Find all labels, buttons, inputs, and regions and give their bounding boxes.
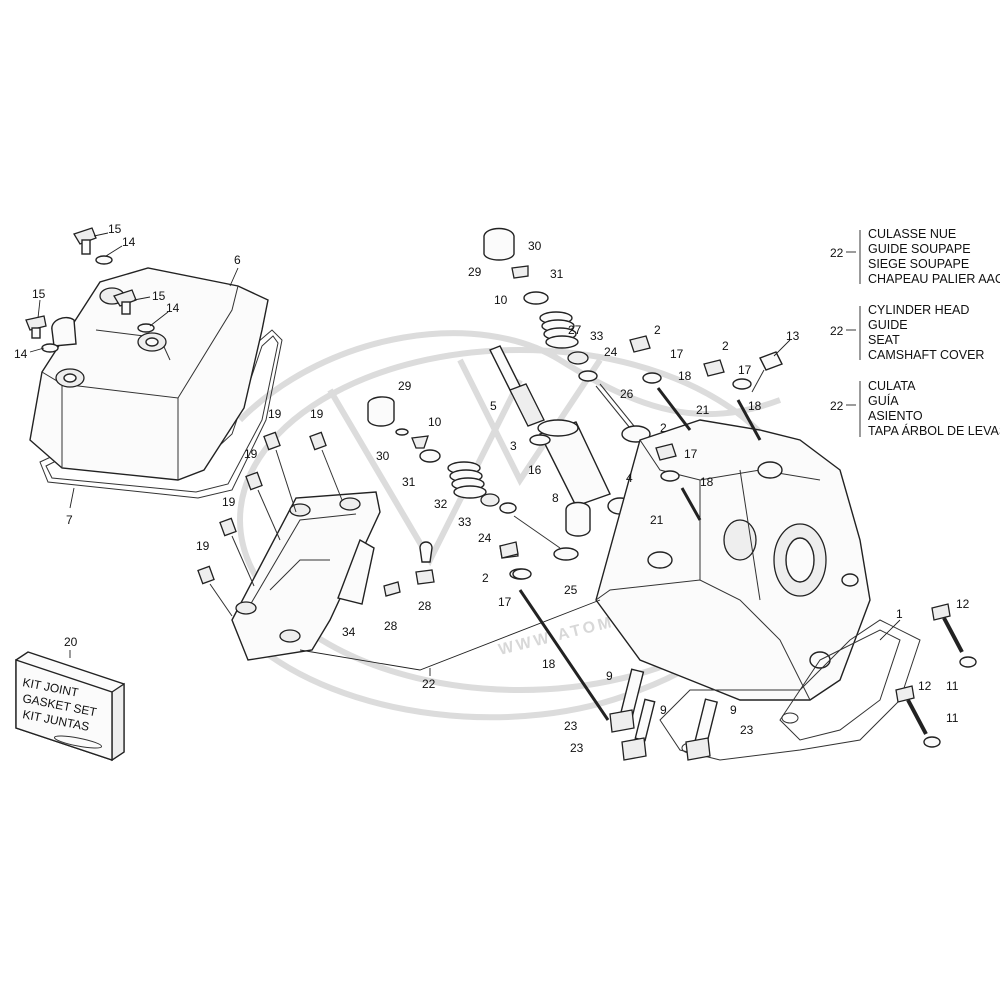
callout-18a: 18: [678, 369, 692, 383]
callout-15a: 15: [108, 222, 122, 236]
callout-21a: 21: [696, 403, 710, 417]
callout-31b: 31: [550, 267, 564, 281]
callout-19d: 19: [222, 495, 236, 509]
callout-34: 34: [342, 625, 356, 639]
callout-10a: 10: [428, 415, 442, 429]
legend-fr-line-3: SIEGE SOUPAPE: [868, 257, 969, 271]
callout-19c: 19: [244, 447, 258, 461]
callout-19a: 19: [268, 407, 282, 421]
part-22-legend: 22 CULASSE NUE GUIDE SOUPAPE SIEGE SOUPA…: [830, 227, 1000, 438]
callout-17b: 17: [670, 347, 684, 361]
callout-10b: 10: [494, 293, 508, 307]
callout-8: 8: [552, 491, 559, 505]
callout-33a: 33: [458, 515, 472, 529]
callout-15c: 15: [32, 287, 46, 301]
callout-3: 3: [510, 439, 517, 453]
callout-9c: 9: [730, 703, 737, 717]
cylinder-head: [595, 419, 871, 701]
legend-en-line-3: SEAT: [868, 333, 900, 347]
callout-2a: 2: [482, 571, 489, 585]
bolts-12: [895, 603, 977, 748]
callout-28a: 28: [384, 619, 398, 633]
callout-7: 7: [66, 513, 73, 527]
callout-29b: 29: [468, 265, 482, 279]
legend-es-line-1: CULATA: [868, 379, 916, 393]
legend-fr-line-2: GUIDE SOUPAPE: [868, 242, 971, 256]
callout-1: 1: [896, 607, 903, 621]
nuts-washers: [499, 335, 783, 580]
callout-2d: 2: [660, 421, 667, 435]
callout-29a: 29: [398, 379, 412, 393]
callout-18c: 18: [700, 475, 714, 489]
callout-5: 5: [490, 399, 497, 413]
legend-es-line-4: TAPA ÁRBOL DE LEVAS: [868, 423, 1000, 438]
bolts-19: [197, 431, 343, 617]
callout-19e: 19: [196, 539, 210, 553]
callout-24a: 24: [478, 531, 492, 545]
callout-32: 32: [434, 497, 448, 511]
callout-23b: 23: [570, 741, 584, 755]
valve-train-right: [483, 227, 651, 537]
callout-9a: 9: [606, 669, 613, 683]
leader-lines: [29, 230, 901, 676]
callout-13: 13: [786, 329, 800, 343]
callout-15b: 15: [152, 289, 166, 303]
legend-en-line-1: CYLINDER HEAD: [868, 303, 969, 317]
legend-fr-line-1: CULASSE NUE: [868, 227, 956, 241]
callout-26: 26: [620, 387, 634, 401]
callout-30a: 30: [376, 449, 390, 463]
legend-number-en: 22: [830, 324, 844, 338]
legend-number-es: 22: [830, 399, 844, 413]
callout-2c: 2: [722, 339, 729, 353]
callout-33b: 33: [590, 329, 604, 343]
callout-27: 27: [568, 323, 582, 337]
callout-19b: 19: [310, 407, 324, 421]
callout-30b: 30: [528, 239, 542, 253]
callout-17d: 17: [684, 447, 698, 461]
kit-brand-logo: [53, 735, 103, 749]
callout-12a: 12: [956, 597, 970, 611]
callout-16: 16: [528, 463, 542, 477]
callout-9b: 9: [660, 703, 667, 717]
callout-25: 25: [564, 583, 578, 597]
callout-14b: 14: [166, 301, 180, 315]
callout-24b: 24: [604, 345, 618, 359]
legend-es-line-2: GUÍA: [868, 393, 899, 408]
callout-12b: 12: [918, 679, 932, 693]
camshaft-cover: [231, 491, 381, 661]
callout-20: 20: [64, 635, 78, 649]
callout-31a: 31: [402, 475, 416, 489]
callout-17c: 17: [738, 363, 752, 377]
callout-labels: 15 14 6 15 15 14 14 7 19 19 19 19 19 29 …: [14, 222, 970, 755]
callout-17a: 17: [498, 595, 512, 609]
legend-es-line-3: ASIENTO: [868, 409, 923, 423]
callout-14c: 14: [14, 347, 28, 361]
callout-4: 4: [626, 471, 633, 485]
long-studs-18: [518, 387, 762, 721]
legend-en-line-2: GUIDE: [868, 318, 908, 332]
callout-11a: 11: [946, 679, 959, 693]
callout-11b: 11: [946, 711, 959, 725]
callout-23c: 23: [740, 723, 754, 737]
gasket-kit-box: 20 KIT JOINT GASKET SET KIT JUNTAS: [15, 635, 125, 762]
callout-2b: 2: [654, 323, 661, 337]
valve-cover-assembly: [29, 267, 283, 499]
callout-18d: 18: [542, 657, 556, 671]
callout-22: 22: [422, 677, 436, 691]
callout-28b: 28: [418, 599, 432, 613]
callout-14a: 14: [122, 235, 136, 249]
legend-fr-line-4: CHAPEAU PALIER AAC: [868, 272, 1000, 286]
callout-23a: 23: [564, 719, 578, 733]
callout-6: 6: [234, 253, 241, 267]
legend-en-line-4: CAMSHAFT COVER: [868, 348, 984, 362]
studs-and-nuts: [609, 668, 718, 761]
legend-number-fr: 22: [830, 246, 844, 260]
callout-18b: 18: [748, 399, 762, 413]
callout-21b: 21: [650, 513, 664, 527]
